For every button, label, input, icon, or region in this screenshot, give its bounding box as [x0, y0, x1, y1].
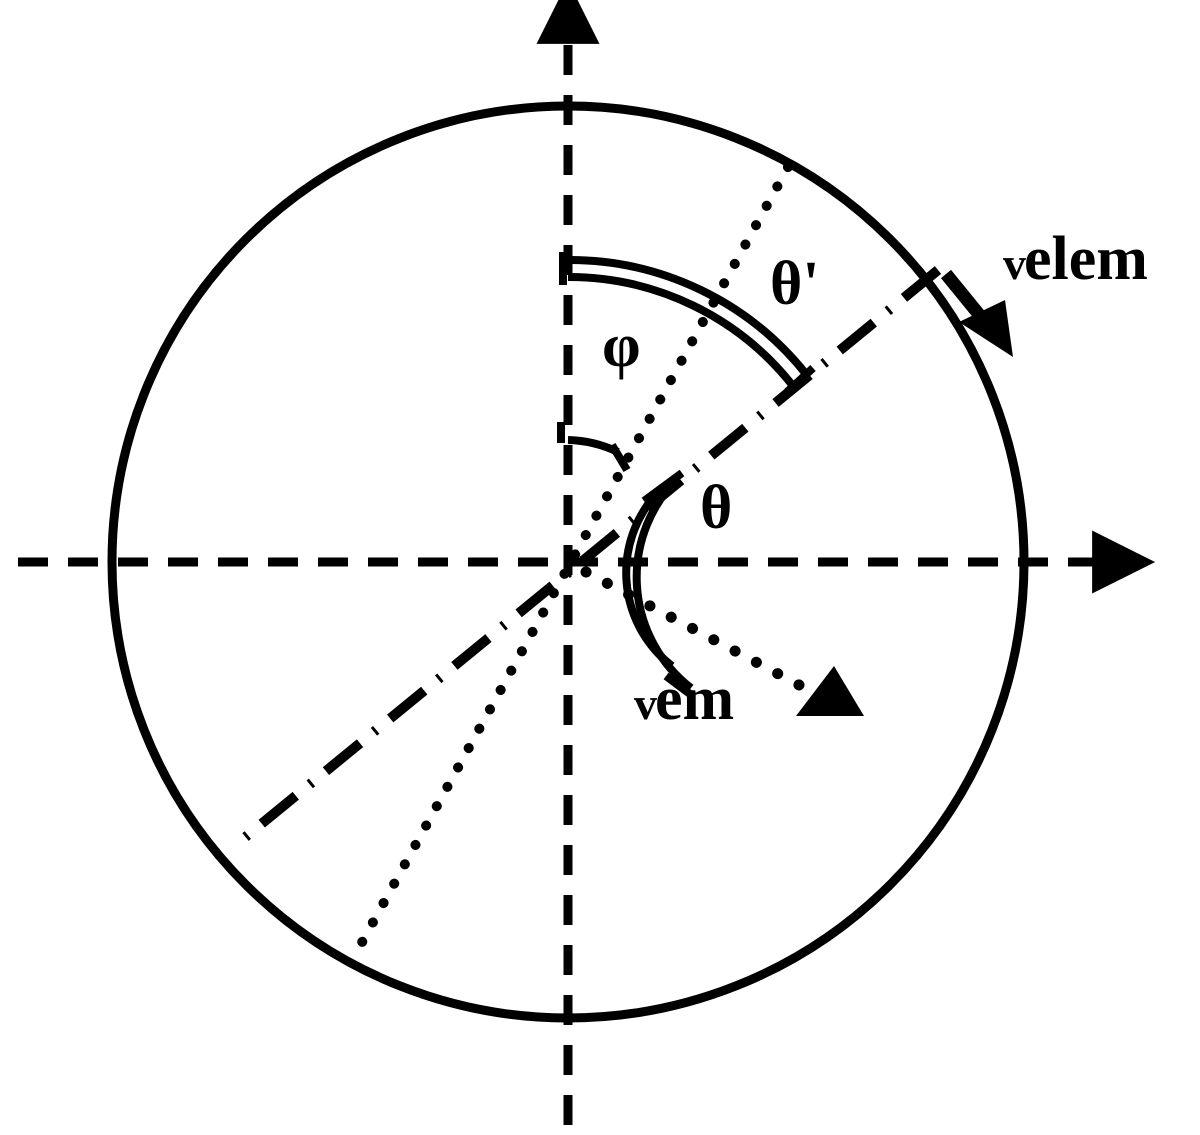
- v-em-label: vem: [634, 668, 734, 730]
- v-elem-label-subscript: elem: [1024, 225, 1148, 293]
- v-em-label-base: v: [634, 678, 657, 729]
- v-elem-label: velem: [1003, 228, 1148, 290]
- v-elem-arrowhead: [959, 300, 1013, 357]
- v-em-arrowhead: [796, 666, 864, 716]
- theta-prime-angle-label: θ': [770, 250, 820, 318]
- v-em-label-subscript: em: [655, 665, 735, 733]
- theta-prime-angle-arc: [559, 252, 816, 395]
- phi-angle-arc: [557, 422, 631, 473]
- phi-angle-label: φ: [602, 312, 641, 380]
- v-elem-label-base: v: [1003, 238, 1026, 289]
- theta-angle-arc: [622, 469, 697, 701]
- theta-angle-label: θ: [700, 474, 733, 542]
- dashdot-diameter-line: [228, 266, 942, 852]
